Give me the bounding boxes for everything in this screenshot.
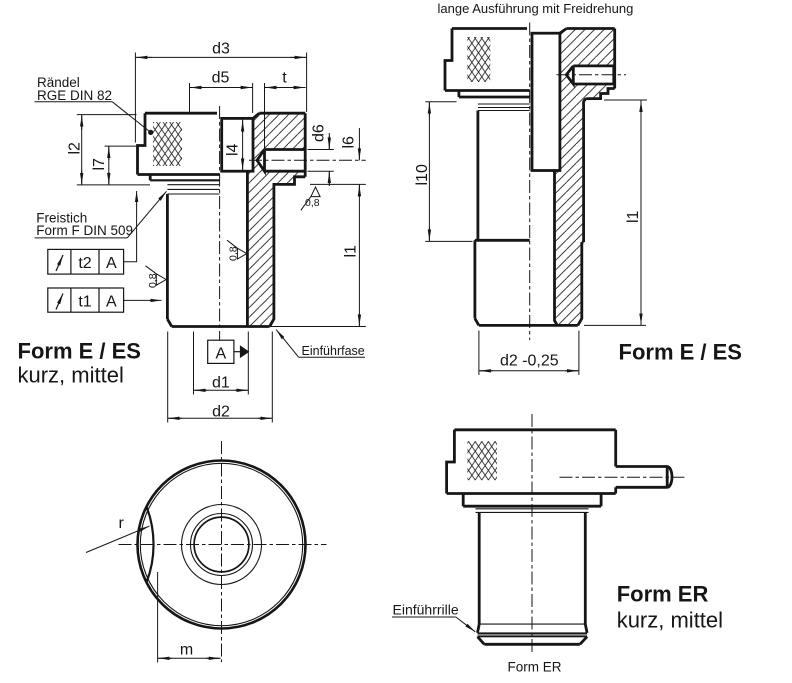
svg-text:m: m: [180, 641, 193, 658]
svg-text:d5: d5: [212, 70, 230, 87]
svg-text:Form E / ES: Form E / ES: [18, 339, 141, 364]
svg-text:A: A: [215, 345, 226, 362]
svg-text:A: A: [106, 255, 117, 272]
svg-text:Einführrille: Einführrille: [393, 602, 459, 618]
svg-text:l6: l6: [341, 136, 358, 149]
svg-text:Rändel: Rändel: [37, 75, 80, 90]
svg-text:d3: d3: [212, 41, 230, 58]
svg-text:t1: t1: [78, 294, 91, 311]
svg-text:d6: d6: [311, 124, 328, 142]
svg-text:kurz, mittel: kurz, mittel: [617, 608, 723, 633]
svg-text:t2: t2: [78, 255, 91, 272]
svg-text:Form ER: Form ER: [508, 659, 562, 674]
svg-text:Form E / ES: Form E / ES: [619, 340, 742, 365]
svg-text:Freistich: Freistich: [36, 211, 87, 226]
svg-text:0,8: 0,8: [305, 197, 320, 209]
svg-text:d1: d1: [212, 375, 230, 392]
svg-text:0,8: 0,8: [147, 273, 159, 288]
svg-text:Form F DIN 509: Form F DIN 509: [36, 223, 133, 238]
svg-text:Form ER: Form ER: [617, 582, 709, 607]
svg-text:l1: l1: [343, 245, 360, 258]
svg-text:t: t: [282, 70, 287, 87]
svg-text:r: r: [119, 515, 125, 532]
svg-text:l4: l4: [225, 143, 242, 156]
svg-text:l1: l1: [625, 210, 642, 223]
svg-text:0,8: 0,8: [228, 246, 240, 261]
svg-text:l10: l10: [414, 164, 431, 185]
svg-text:lange Ausführung mit Freidrehu: lange Ausführung mit Freidrehung: [438, 1, 634, 16]
svg-text:d2: d2: [212, 403, 230, 420]
svg-text:RGE DIN 82: RGE DIN 82: [37, 88, 112, 103]
svg-text:d2 -0,25: d2 -0,25: [500, 352, 559, 369]
svg-text:l7: l7: [91, 158, 108, 171]
svg-text:l2: l2: [67, 142, 84, 155]
svg-text:A: A: [106, 294, 117, 311]
svg-text:kurz, mittel: kurz, mittel: [18, 363, 124, 388]
svg-text:Einführfase: Einführfase: [302, 344, 365, 358]
